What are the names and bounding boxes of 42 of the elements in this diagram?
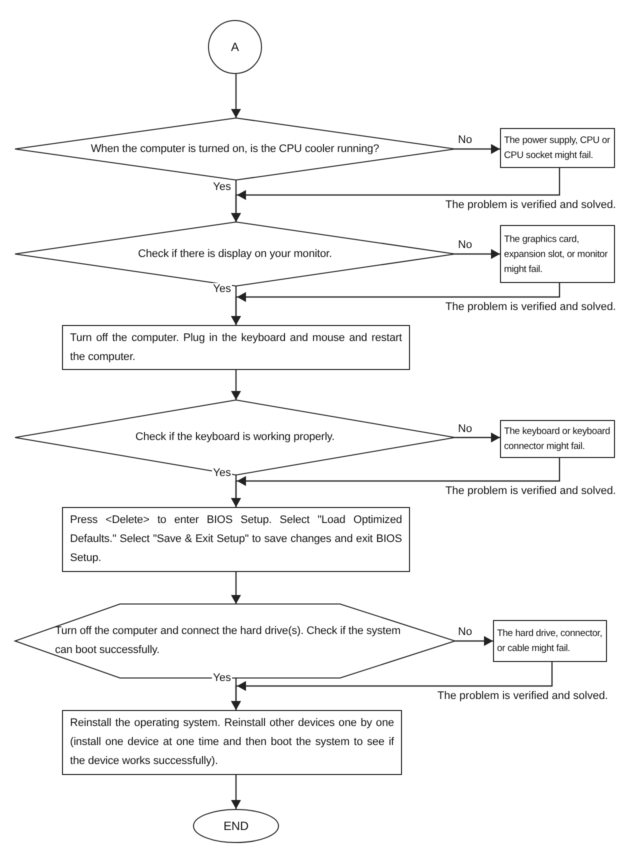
process-box	[62, 710, 402, 775]
decision-text: Turn off the computer and connect the hard drive(s). Check if the system can boot successfully.	[55, 624, 402, 658]
arrow	[231, 74, 241, 118]
edge-label: No	[457, 422, 474, 436]
connector-label: A	[231, 38, 239, 56]
result-box	[500, 420, 615, 458]
result-box	[500, 225, 615, 283]
result-text: The hard drive, connector, or cable might fail.	[497, 627, 603, 656]
arrow	[455, 144, 500, 154]
decision-diamond	[15, 400, 455, 475]
decision-diamond	[15, 118, 455, 180]
decision-text: Check if the keyboard is working properly.	[135, 430, 335, 445]
terminator-oval	[193, 809, 279, 843]
arrow	[231, 662, 553, 710]
process-text: Press <Delete> to enter BIOS Setup. Select "Load Optimized Defaults." Select "Save & Exit Setup" to save changes and exit BIOS Setup.	[70, 513, 402, 566]
connector-circle	[208, 20, 262, 74]
decision-text: Check if there is display on your monitor.	[138, 246, 332, 262]
terminator-label: END	[223, 818, 249, 834]
process-text: Reinstall the operating system. Reinstall other devices one by one (install one device at one time and then boot the system to see if the device works successfully).	[70, 716, 394, 769]
result-text: The graphics card, expansion slot, or monitor might fail.	[504, 232, 609, 276]
process-box	[62, 325, 410, 370]
result-text: The keyboard or keyboard connector might fail.	[504, 425, 611, 454]
arrow	[455, 636, 493, 646]
result-box	[500, 128, 615, 168]
edge-label: The problem is verified and solved.	[436, 690, 609, 702]
arrow	[231, 458, 560, 507]
result-text: The power supply, CPU or CPU socket might fail.	[504, 134, 611, 163]
edge-label: The problem is verified and solved.	[444, 300, 617, 314]
process-box	[62, 507, 410, 572]
arrow	[231, 775, 241, 809]
edge-label: The problem is verified and solved.	[444, 484, 617, 498]
arrow	[231, 370, 241, 400]
arrow	[455, 249, 500, 259]
arrow	[455, 432, 500, 442]
arrow	[231, 168, 560, 222]
arrow	[231, 572, 241, 604]
edge-label: The problem is verified and solved.	[444, 198, 617, 212]
result-box	[493, 620, 607, 662]
decision-text: When the computer is turned on, is the CPU cooler running?	[90, 142, 380, 156]
arrow	[231, 283, 560, 325]
decision-diamond	[15, 222, 455, 286]
process-text: Turn off the computer. Plug in the keyboard and mouse and restart the computer.	[70, 330, 402, 364]
